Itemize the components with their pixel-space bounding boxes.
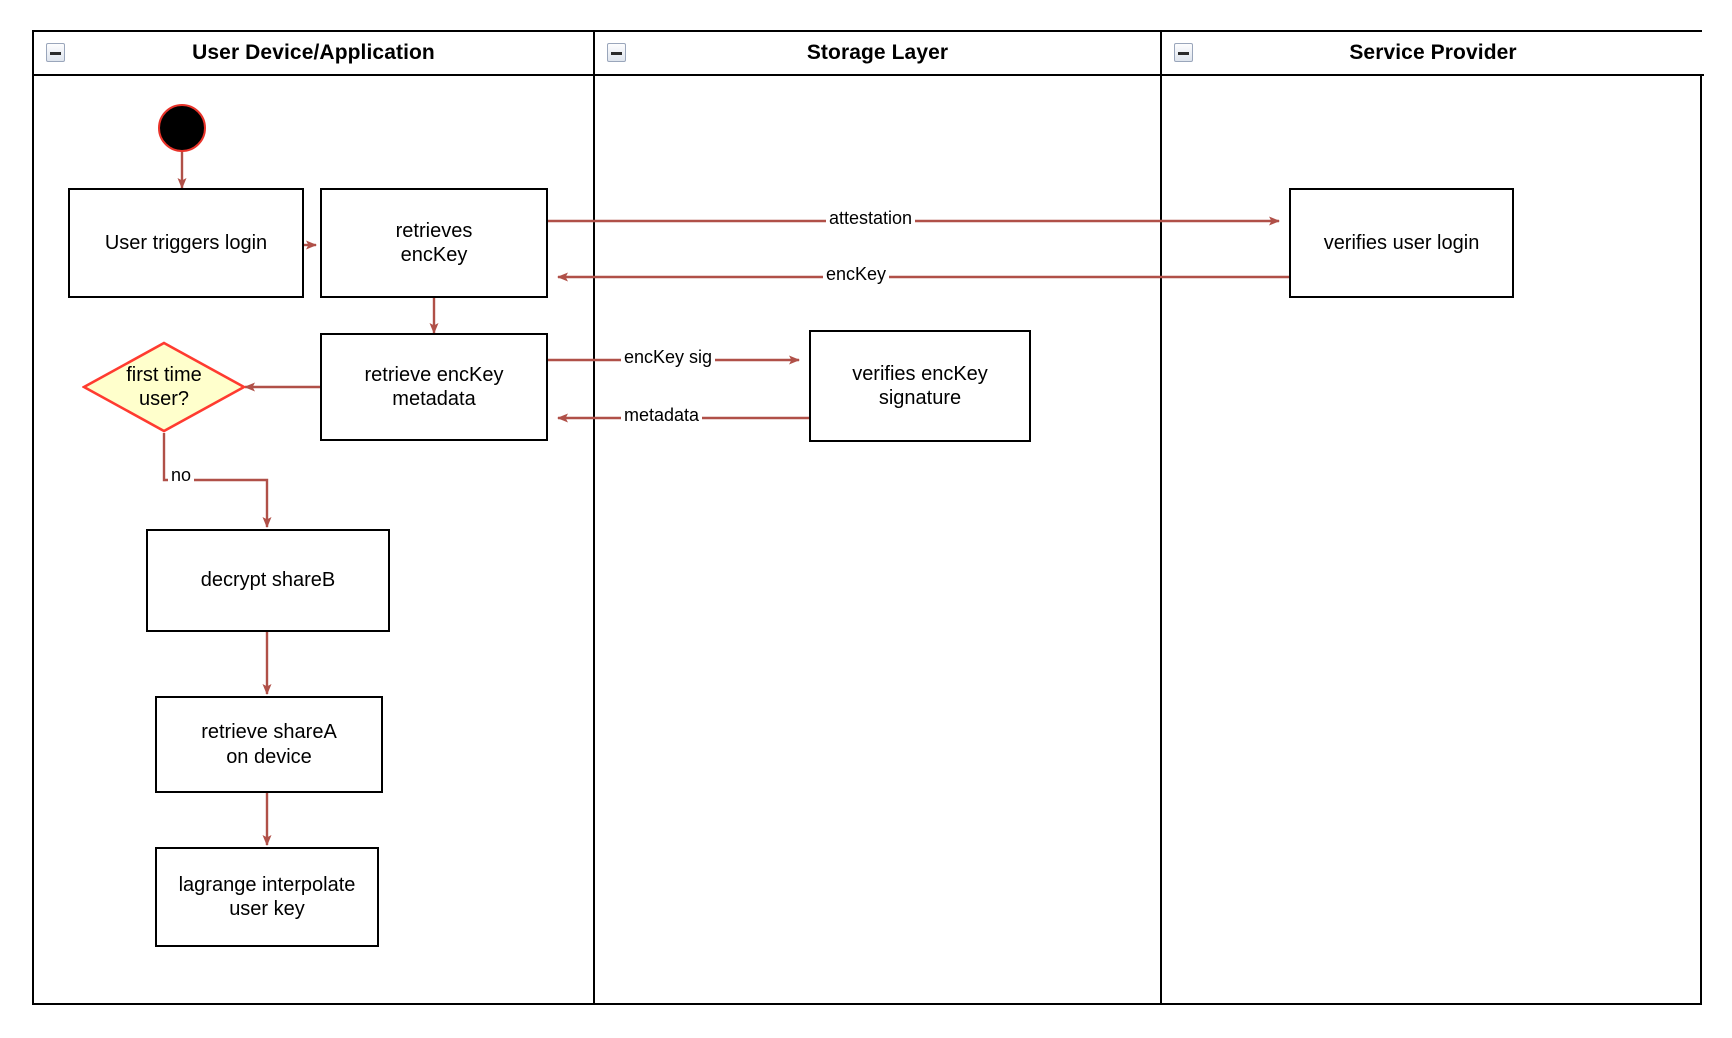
node-lagrange-interpolate-user-key[interactable]: lagrange interpolate user key	[155, 847, 379, 947]
start-node[interactable]	[158, 104, 206, 152]
node-verifies-user-login[interactable]: verifies user login	[1289, 188, 1514, 298]
lane-header-storage-layer[interactable]: Storage Layer	[595, 32, 1160, 76]
edge-label-no: no	[168, 465, 195, 486]
node-verifies-enckey-signature[interactable]: verifies encKey signature	[809, 330, 1031, 442]
lane-title-service-provider: Service Provider	[1349, 41, 1517, 64]
lane-service-provider[interactable]: Service Provider	[1160, 32, 1704, 1003]
collapse-minus-icon[interactable]	[1174, 43, 1193, 62]
node-retrieves-enckey[interactable]: retrieves encKey	[320, 188, 548, 298]
node-retrieve-enckey-metadata[interactable]: retrieve encKey metadata	[320, 333, 548, 441]
lane-title-storage-layer: Storage Layer	[806, 41, 949, 64]
lane-user-device[interactable]: User Device/Application	[34, 32, 593, 1003]
node-first-time-user[interactable]: first time user?	[82, 341, 246, 433]
collapse-minus-icon[interactable]	[46, 43, 65, 62]
node-decrypt-shareb[interactable]: decrypt shareB	[146, 529, 390, 632]
lane-title-user-device: User Device/Application	[192, 41, 435, 64]
edge-label-attestation: attestation	[826, 208, 916, 229]
node-retrieve-sharea-on-device[interactable]: retrieve shareA on device	[155, 696, 383, 793]
lane-storage-layer[interactable]: Storage Layer	[593, 32, 1160, 1003]
lane-header-service-provider[interactable]: Service Provider	[1162, 32, 1704, 76]
decision-diamond-shape	[82, 341, 246, 433]
edge-label-enckey-sig: encKey sig	[621, 347, 716, 368]
edge-label-metadata: metadata	[621, 405, 703, 426]
edge-label-enckey: encKey	[823, 264, 890, 285]
collapse-minus-icon[interactable]	[607, 43, 626, 62]
node-user-triggers-login[interactable]: User triggers login	[68, 188, 304, 298]
lane-header-user-device[interactable]: User Device/Application	[34, 32, 593, 76]
